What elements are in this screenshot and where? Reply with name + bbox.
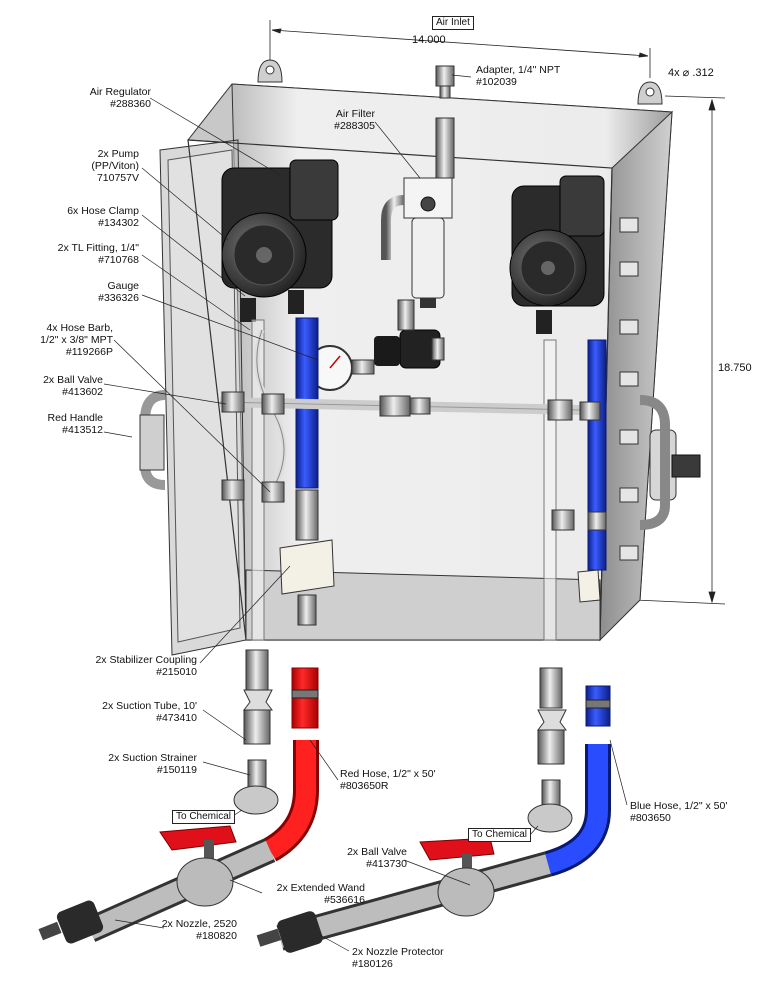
label-nozzle: 2x Nozzle, 2520#180820 <box>161 918 237 942</box>
label-red-handle: Red Handle#413512 <box>47 412 103 436</box>
height-dimension-label: 18.750 <box>718 362 752 374</box>
height-dimension <box>634 95 726 605</box>
pressure-gauge <box>307 345 375 391</box>
left-suction-assembly <box>233 649 279 815</box>
width-dimension-label: 14.000 <box>412 34 446 46</box>
blue-hose <box>544 685 611 877</box>
label-blue-hose: Blue Hose, 1/2" x 50'#803650 <box>630 800 728 824</box>
air-inlet-tag: Air Inlet <box>432 16 474 30</box>
label-air-filter: Air Filter#288305 <box>334 108 375 132</box>
right-suction-assembly <box>527 667 573 833</box>
label-gauge: Gauge#336326 <box>98 280 139 304</box>
label-tl-fitting: 2x TL Fitting, 1/4"#710768 <box>57 242 139 266</box>
air-filter <box>381 117 455 308</box>
hole-dimension-label: 4x ⌀ .312 <box>668 67 714 79</box>
left-wand-assembly <box>38 825 276 944</box>
label-hose-barb: 4x Hose Barb,1/2" x 3/8" MPT#119266P <box>40 322 113 358</box>
label-pump: 2x Pump(PP/Viton)710757V <box>91 148 139 184</box>
to-chemical-tag-left: To Chemical <box>172 810 236 824</box>
red-hose <box>263 667 319 862</box>
air-adapter <box>435 65 455 99</box>
to-chemical-tag-right: To Chemical <box>468 828 532 842</box>
label-stabilizer-coupling: 2x Stabilizer Coupling#215010 <box>95 654 197 678</box>
width-dimension <box>269 20 651 78</box>
label-hose-clamp: 6x Hose Clamp#134302 <box>67 205 139 229</box>
leader-lines <box>103 74 628 952</box>
internal-tubing <box>219 317 607 641</box>
label-extended-wand: 2x Extended Wand#536616 <box>276 882 365 906</box>
label-ball-valve-bottom: 2x Ball Valve#413730 <box>347 846 407 870</box>
label-ball-valve-top: 2x Ball Valve#413602 <box>43 374 103 398</box>
label-adapter: Adapter, 1/4" NPT#102039 <box>476 64 561 88</box>
label-suction-tube: 2x Suction Tube, 10'#473410 <box>102 700 197 724</box>
air-regulator <box>374 299 445 369</box>
pump-right <box>509 175 605 334</box>
right-wand-assembly <box>256 837 552 953</box>
label-air-regulator: Air Regulator#288360 <box>89 86 151 110</box>
label-suction-strainer: 2x Suction Strainer#150119 <box>108 752 197 776</box>
pump-left <box>221 159 339 322</box>
label-nozzle-protector: 2x Nozzle Protector#180126 <box>352 946 444 970</box>
label-red-hose: Red Hose, 1/2" x 50'#803650R <box>340 768 436 792</box>
